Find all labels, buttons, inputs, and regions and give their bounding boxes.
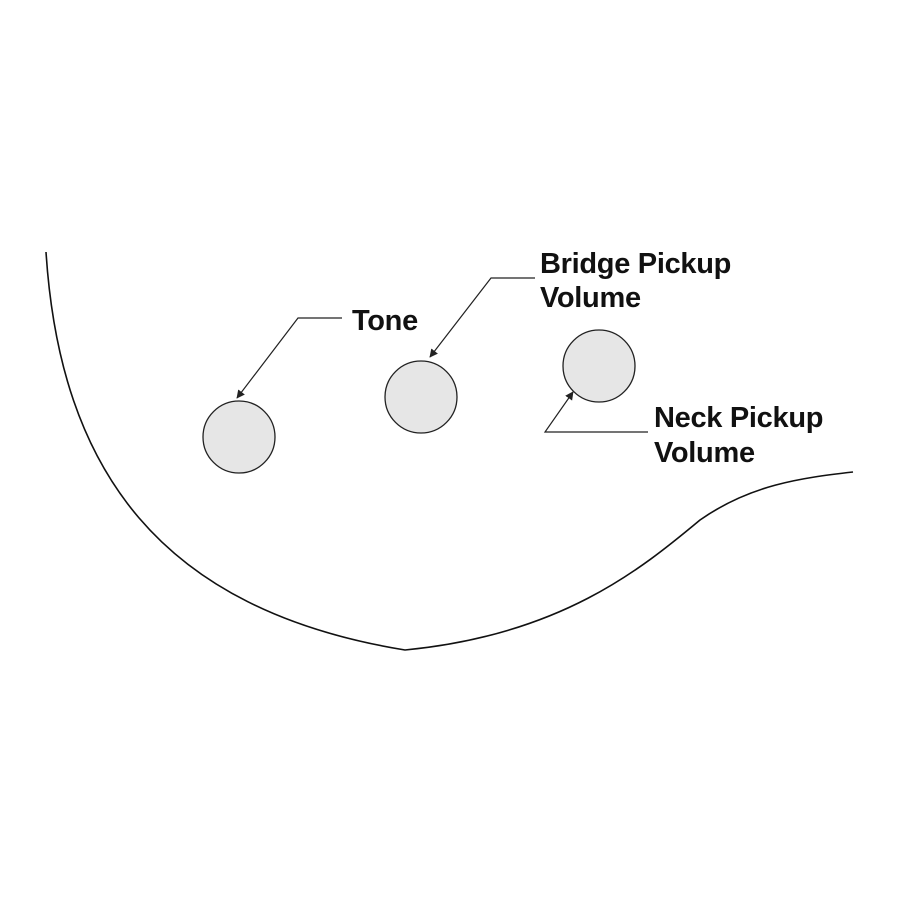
tone-leader-arrow	[236, 317, 342, 399]
neck-leader-arrow	[543, 391, 648, 433]
bridge-pickup-volume-knob[interactable]	[384, 360, 458, 434]
neck-label-line1: Neck Pickup	[654, 402, 823, 434]
bridge-leader-arrow	[429, 277, 535, 358]
guitar-body-outline	[45, 251, 854, 651]
tone-label: Tone	[352, 305, 418, 337]
tone-knob[interactable]	[202, 400, 276, 474]
bridge-label-line2: Volume	[540, 282, 641, 314]
neck-pickup-volume-knob[interactable]	[562, 329, 636, 403]
bridge-label-line1: Bridge Pickup	[540, 248, 731, 280]
neck-label-line2: Volume	[654, 437, 755, 469]
